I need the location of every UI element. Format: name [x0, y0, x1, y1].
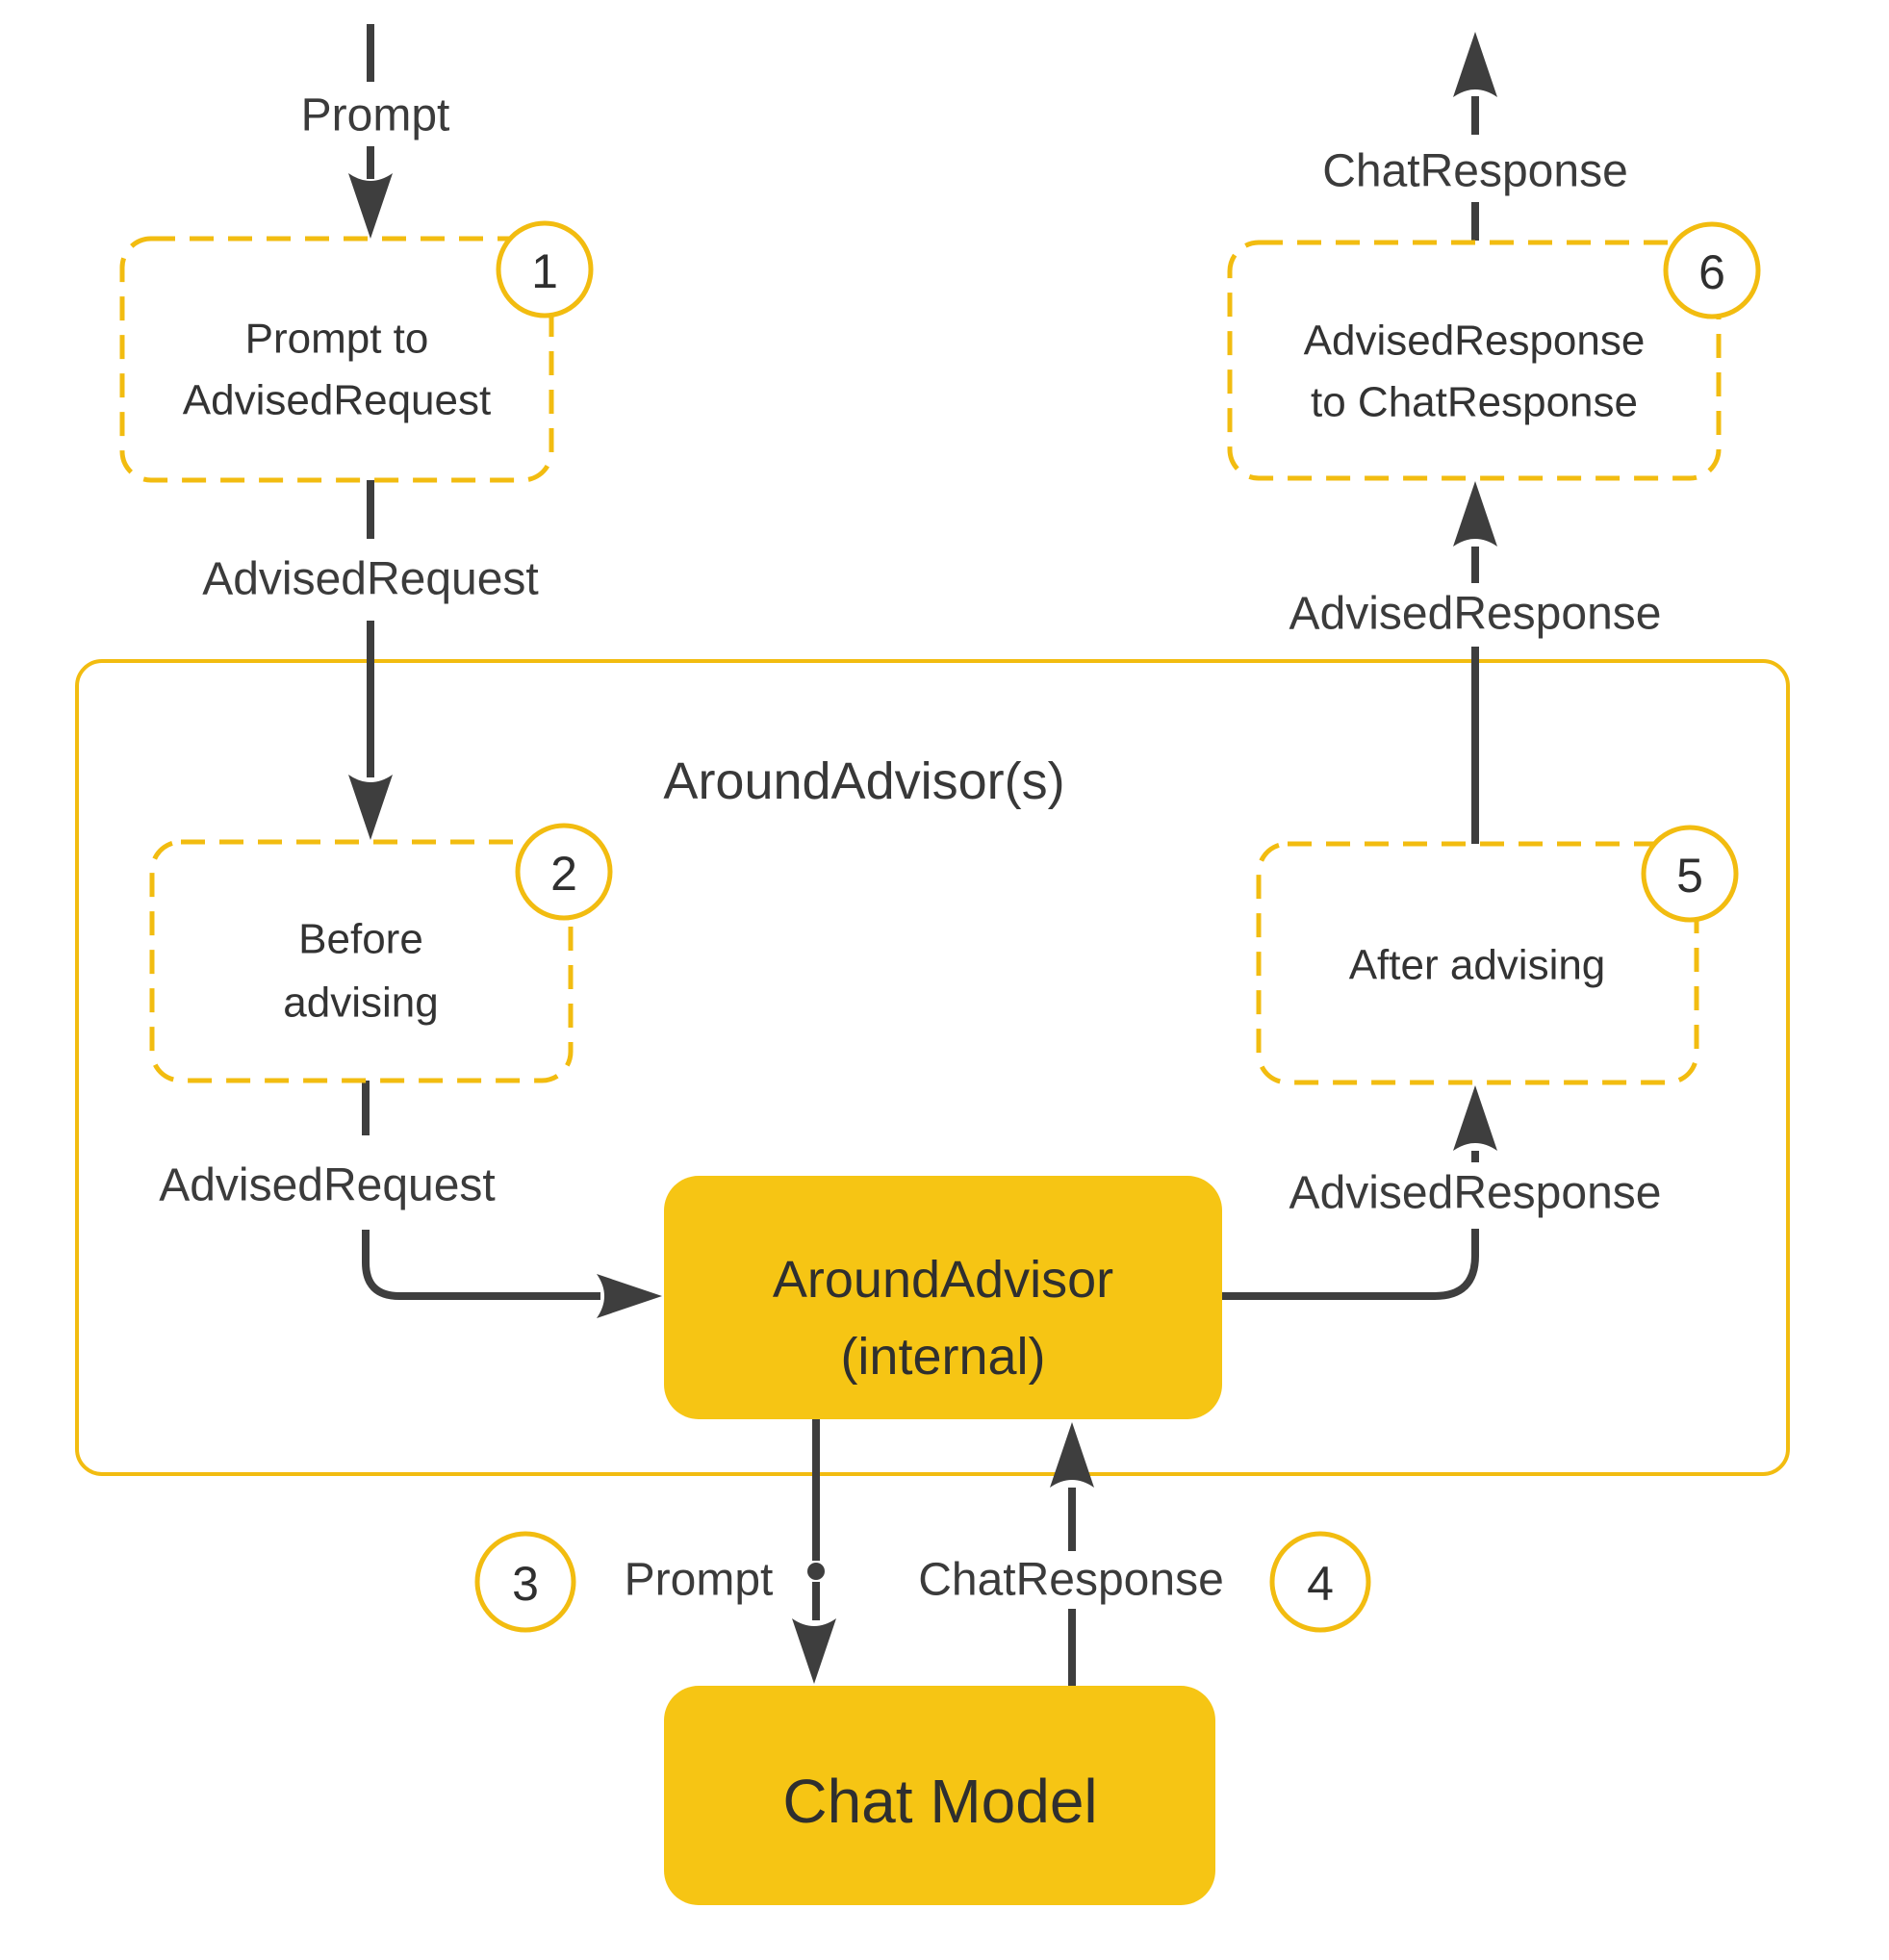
label-chatresponse-top: ChatResponse [1322, 146, 1628, 197]
label-chatresponse-bottom: ChatResponse [918, 1555, 1224, 1606]
step2-number: 2 [550, 847, 577, 901]
step5-number: 5 [1676, 849, 1703, 903]
step1-number: 1 [531, 244, 558, 298]
arrowhead-up-icon [1453, 481, 1497, 547]
step2-circle [515, 823, 613, 921]
step-box-after-advising [1256, 841, 1699, 1085]
label-advisedrequest-top: AdvisedRequest [202, 554, 539, 605]
step6-label-line2: to ChatResponse [1311, 379, 1638, 426]
arrowhead-right-icon [597, 1274, 662, 1318]
step-markers: 1 2 3 4 5 6 [474, 220, 1761, 1633]
label-prompt-top: Prompt [301, 90, 450, 141]
arrowhead-down-icon [348, 775, 393, 840]
container-title: AroundAdvisor(s) [663, 752, 1064, 810]
step6-circle [1663, 221, 1761, 319]
line-junction-dot [807, 1563, 825, 1580]
step4-circle [1269, 1531, 1371, 1633]
step1-circle [496, 220, 594, 318]
arrowhead-up-icon [1453, 1085, 1497, 1151]
chat-model-node [664, 1686, 1215, 1905]
chat-model-label: Chat Model [782, 1767, 1097, 1836]
internal-node-label-line2: (internal) [840, 1328, 1045, 1386]
label-prompt-bottom: Prompt [625, 1555, 774, 1606]
flow-elbow-up [1222, 1229, 1479, 1300]
label-advisedresponse-inner: AdvisedResponse [1289, 1168, 1662, 1219]
internal-node-label-line1: AroundAdvisor [773, 1251, 1113, 1309]
arrowhead-up-icon [1453, 32, 1497, 97]
step1-label-line1: Prompt to [245, 316, 429, 363]
step5-label: After advising [1349, 942, 1606, 989]
label-advisedresponse-top: AdvisedResponse [1289, 589, 1662, 640]
arrowhead-down-icon [348, 173, 393, 239]
step2-label-line1: Before [298, 916, 423, 963]
step1-label-line2: AdvisedRequest [183, 377, 491, 424]
step3-number: 3 [512, 1557, 539, 1611]
arrowhead-up-icon [1050, 1422, 1094, 1488]
flow-elbow-right [362, 1230, 600, 1300]
flow-lines [348, 24, 1497, 1686]
arrowhead-down-icon [792, 1618, 836, 1684]
step3-circle [474, 1531, 576, 1633]
step-box-prompt-to-advisedrequest [119, 236, 554, 483]
step5-circle [1641, 825, 1739, 923]
step6-label-line1: AdvisedResponse [1304, 318, 1646, 365]
step4-number: 4 [1307, 1557, 1334, 1611]
around-advisor-internal-node [664, 1176, 1222, 1419]
step-box-advisedresponse-to-chatresponse [1227, 240, 1722, 481]
step6-number: 6 [1698, 245, 1725, 299]
step-box-before-advising [149, 839, 574, 1083]
label-advisedrequest-inner: AdvisedRequest [159, 1160, 496, 1211]
step2-label-line2: advising [283, 980, 438, 1027]
